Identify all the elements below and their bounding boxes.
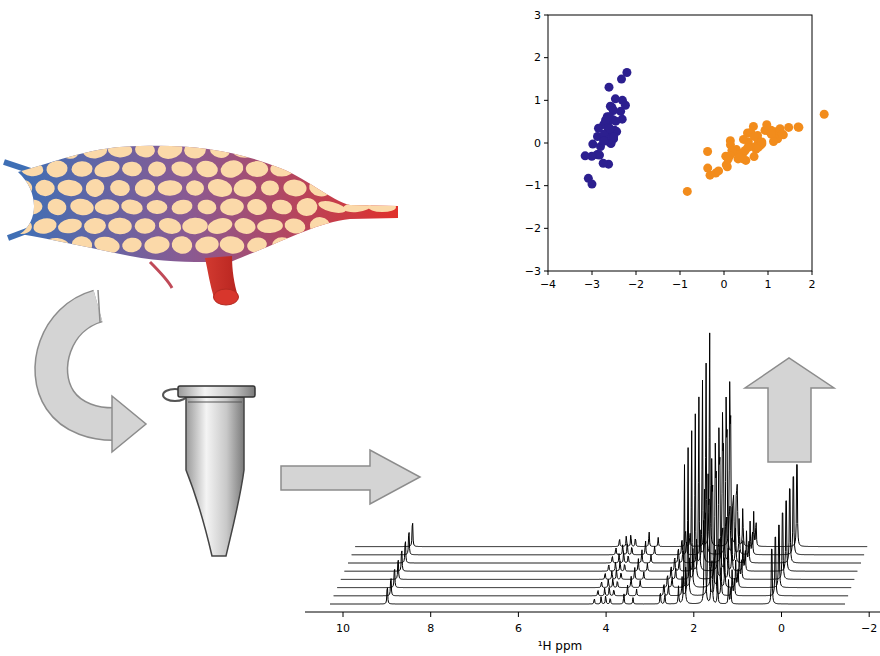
capillary-bed bbox=[18, 146, 398, 266]
ppm-ticks bbox=[343, 612, 869, 617]
ppm-tick: 8 bbox=[427, 623, 434, 634]
x-tick: −2 bbox=[628, 279, 644, 290]
right-arrow bbox=[281, 450, 420, 504]
ppm-axis bbox=[305, 612, 880, 613]
y-tick: 1 bbox=[534, 95, 541, 106]
x-tick: 1 bbox=[765, 279, 772, 290]
vessel-branch bbox=[150, 262, 172, 288]
nmr-spectra bbox=[330, 333, 867, 604]
cells bbox=[7, 139, 409, 255]
x-tick: −3 bbox=[584, 279, 600, 290]
y-tick: −1 bbox=[525, 180, 541, 191]
y-tick: 3 bbox=[534, 10, 541, 21]
ppm-tick: 10 bbox=[336, 623, 350, 634]
vessel-opening bbox=[214, 289, 239, 305]
score-points bbox=[581, 68, 829, 196]
ppm-tick: 0 bbox=[778, 623, 785, 634]
plot-ticks bbox=[544, 15, 812, 275]
y-tick: 2 bbox=[534, 52, 541, 63]
y-tick: 0 bbox=[534, 138, 541, 149]
axis-title: ¹H ppm bbox=[538, 640, 583, 652]
curved-arrow bbox=[51, 290, 146, 452]
plot-frame bbox=[548, 15, 812, 271]
ppm-tick: 4 bbox=[603, 623, 610, 634]
ppm-tick: 2 bbox=[690, 623, 697, 634]
sample-tube bbox=[163, 386, 255, 556]
ppm-tick: 6 bbox=[515, 623, 522, 634]
up-arrow bbox=[745, 358, 834, 462]
x-tick: −1 bbox=[672, 279, 688, 290]
x-tick: 2 bbox=[809, 279, 816, 290]
x-tick: −4 bbox=[540, 279, 556, 290]
y-tick: −2 bbox=[525, 223, 541, 234]
x-tick: 0 bbox=[721, 279, 728, 290]
ppm-tick: −2 bbox=[861, 623, 877, 634]
y-tick: −3 bbox=[525, 266, 541, 277]
